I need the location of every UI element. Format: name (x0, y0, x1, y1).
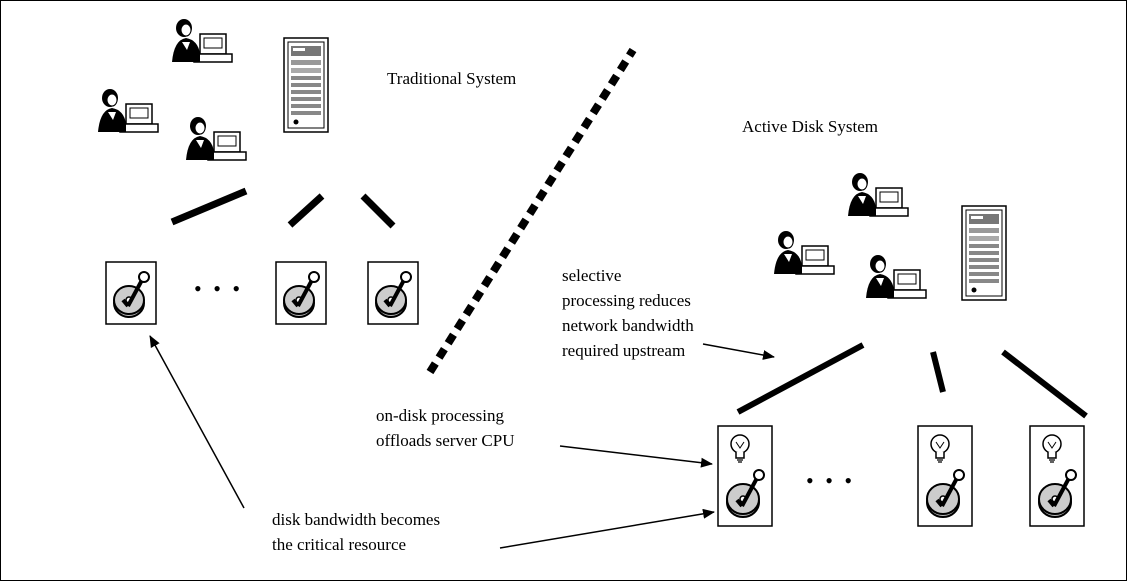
connection-line (736, 342, 865, 415)
active-disk-system-title: Active Disk System (742, 117, 878, 136)
active-disk-icon (716, 424, 774, 528)
connection-line (170, 187, 248, 226)
active-server-icon (961, 205, 1007, 301)
annotation-ondisk-line: offloads server CPU (376, 431, 515, 450)
arrow-ondisk (559, 445, 713, 468)
arrow-selective (702, 343, 775, 360)
connection-line (1001, 349, 1088, 419)
annotation-selective-line: network bandwidth (562, 316, 694, 335)
traditional-user-icon (97, 88, 159, 133)
traditional-disk-icon (104, 260, 158, 326)
traditional-disk-icon (366, 260, 420, 326)
connection-line (360, 193, 396, 229)
active-disk-icon (916, 424, 974, 528)
traditional-user-icon (185, 116, 247, 161)
arrow-diskbw-right (499, 508, 715, 549)
arrow-diskbw-up (149, 335, 245, 509)
divider-line (426, 47, 637, 375)
active-user-icon (865, 254, 927, 299)
active-user-icon (847, 172, 909, 217)
ellipsis-active: • • • (806, 468, 856, 493)
traditional-system-title: Traditional System (387, 69, 517, 88)
annotation-selective-line: processing reduces (562, 291, 691, 310)
annotation-selective-line: selective (562, 266, 622, 285)
active-user-icon (773, 230, 835, 275)
annotation-diskbw-line: the critical resource (272, 535, 407, 554)
connection-line (930, 351, 946, 393)
annotation-selective-line: required upstream (562, 341, 686, 360)
annotation-ondisk-line: on-disk processing (376, 406, 504, 425)
traditional-disk-icon (274, 260, 328, 326)
active-disk-icon (1028, 424, 1086, 528)
traditional-user-icon (171, 18, 233, 63)
traditional-server-icon (283, 37, 329, 133)
annotation-diskbw-line: disk bandwidth becomes (272, 510, 441, 529)
connection-line (287, 193, 325, 228)
ellipsis-traditional: • • • (194, 276, 244, 301)
